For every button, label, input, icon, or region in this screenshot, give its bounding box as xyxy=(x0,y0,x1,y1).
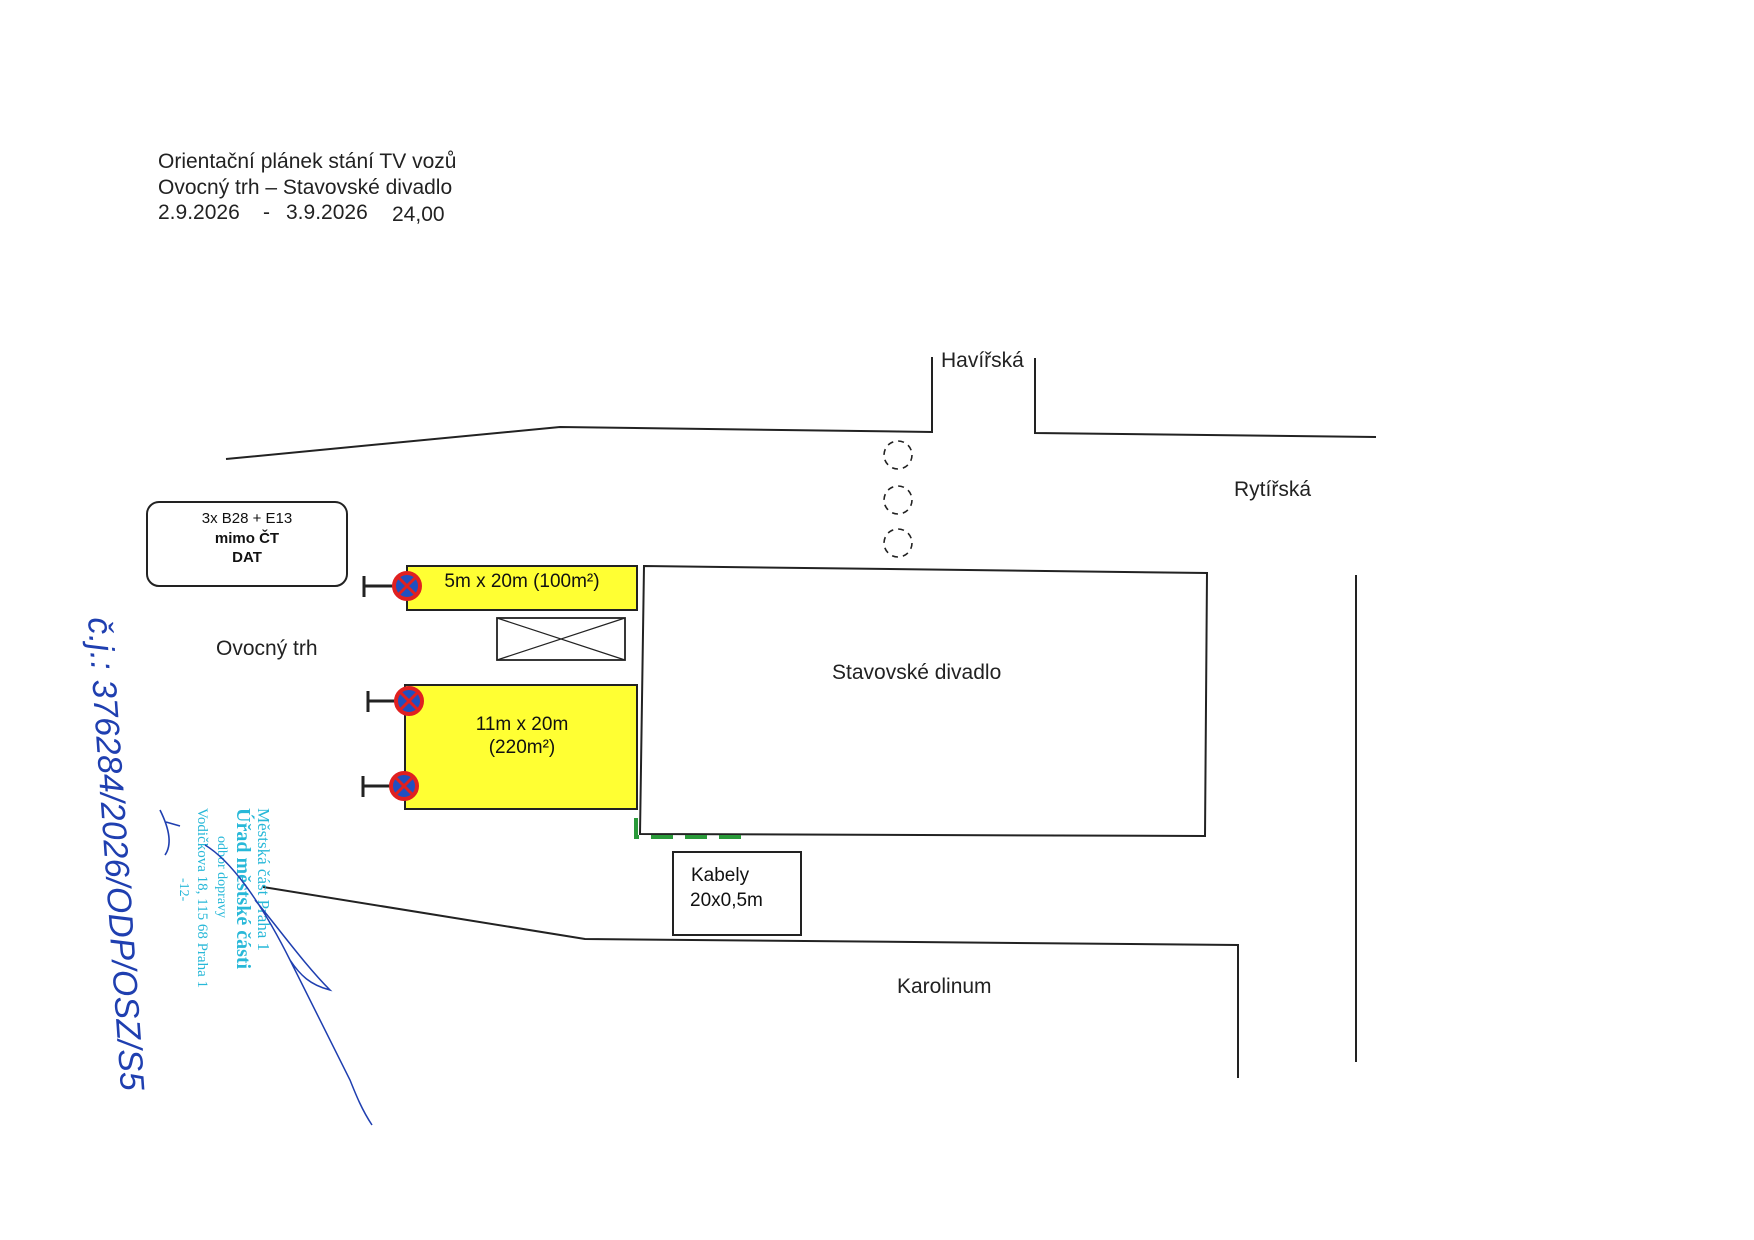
north-street-edge-west xyxy=(225,357,933,460)
end-time: 24,00 xyxy=(392,203,445,226)
info-box-line-3: DAT xyxy=(232,549,262,566)
south-street-edge xyxy=(262,886,1239,1078)
info-box-line-1: 3x B28 + E13 xyxy=(202,510,292,527)
stamp-line-2: Úřad městské části xyxy=(232,808,256,970)
label-rytirska: Rytířská xyxy=(1234,478,1311,501)
crossed-out-area xyxy=(496,617,626,661)
label-haviřska: Havířská xyxy=(941,349,1024,372)
stavovske-divadlo-building xyxy=(638,564,1209,838)
stamp-line-3: odbor dopravy xyxy=(214,836,229,918)
north-street-edge-east xyxy=(1034,358,1377,438)
label-karolinum: Karolinum xyxy=(897,975,992,998)
building-label: Stavovské divadlo xyxy=(832,661,1001,684)
signature-initials xyxy=(159,809,181,856)
date-separator: - xyxy=(263,201,270,224)
signature xyxy=(204,844,373,1126)
office-stamp: Městská část Praha 1 Úřad městské části … xyxy=(176,808,273,988)
stamp-line-5: -12- xyxy=(176,878,191,902)
parking-zone-small xyxy=(406,565,638,611)
stamp-line-4: Vodičkova 18, 115 68 Praha 1 xyxy=(194,808,210,988)
cables-label-1: Kabely xyxy=(691,865,750,886)
stamp-line-1: Městská část Praha 1 xyxy=(254,808,273,951)
vehicle-info-box xyxy=(146,501,348,587)
cables-box xyxy=(672,851,802,936)
no-stopping-sign-icon xyxy=(362,571,422,601)
title-line-1: Orientační plánek stání TV vozů xyxy=(158,150,456,173)
zone-small-label: 5m x 20m (100m²) xyxy=(444,571,599,592)
cables-label-2: 20x0,5m xyxy=(690,890,763,911)
parking-zone-large xyxy=(404,684,638,810)
cable-route xyxy=(634,818,752,839)
no-stopping-sign-icon xyxy=(366,686,424,716)
reference-text: č.j.: 376284/2026/ODP/OSZ/S5 xyxy=(80,616,151,1092)
reference-number: č.j.: 376284/2026/ODP/OSZ/S5 xyxy=(80,616,151,1092)
title-line-2: Ovocný trh – Stavovské divadlo xyxy=(158,176,452,199)
no-stopping-sign-icon xyxy=(361,771,419,801)
date-to: 3.9.2026 xyxy=(286,201,368,224)
zone-large-label-1: 11m x 20m xyxy=(476,714,569,735)
label-ovocny-trh: Ovocný trh xyxy=(216,637,318,660)
zone-large-label-2: (220m²) xyxy=(489,737,556,758)
bollard-icon xyxy=(883,440,913,470)
bollard-icon xyxy=(883,485,913,515)
bollard-icon xyxy=(883,528,913,558)
date-from: 2.9.2026 xyxy=(158,201,240,224)
info-box-line-2: mimo ČT xyxy=(215,529,279,547)
